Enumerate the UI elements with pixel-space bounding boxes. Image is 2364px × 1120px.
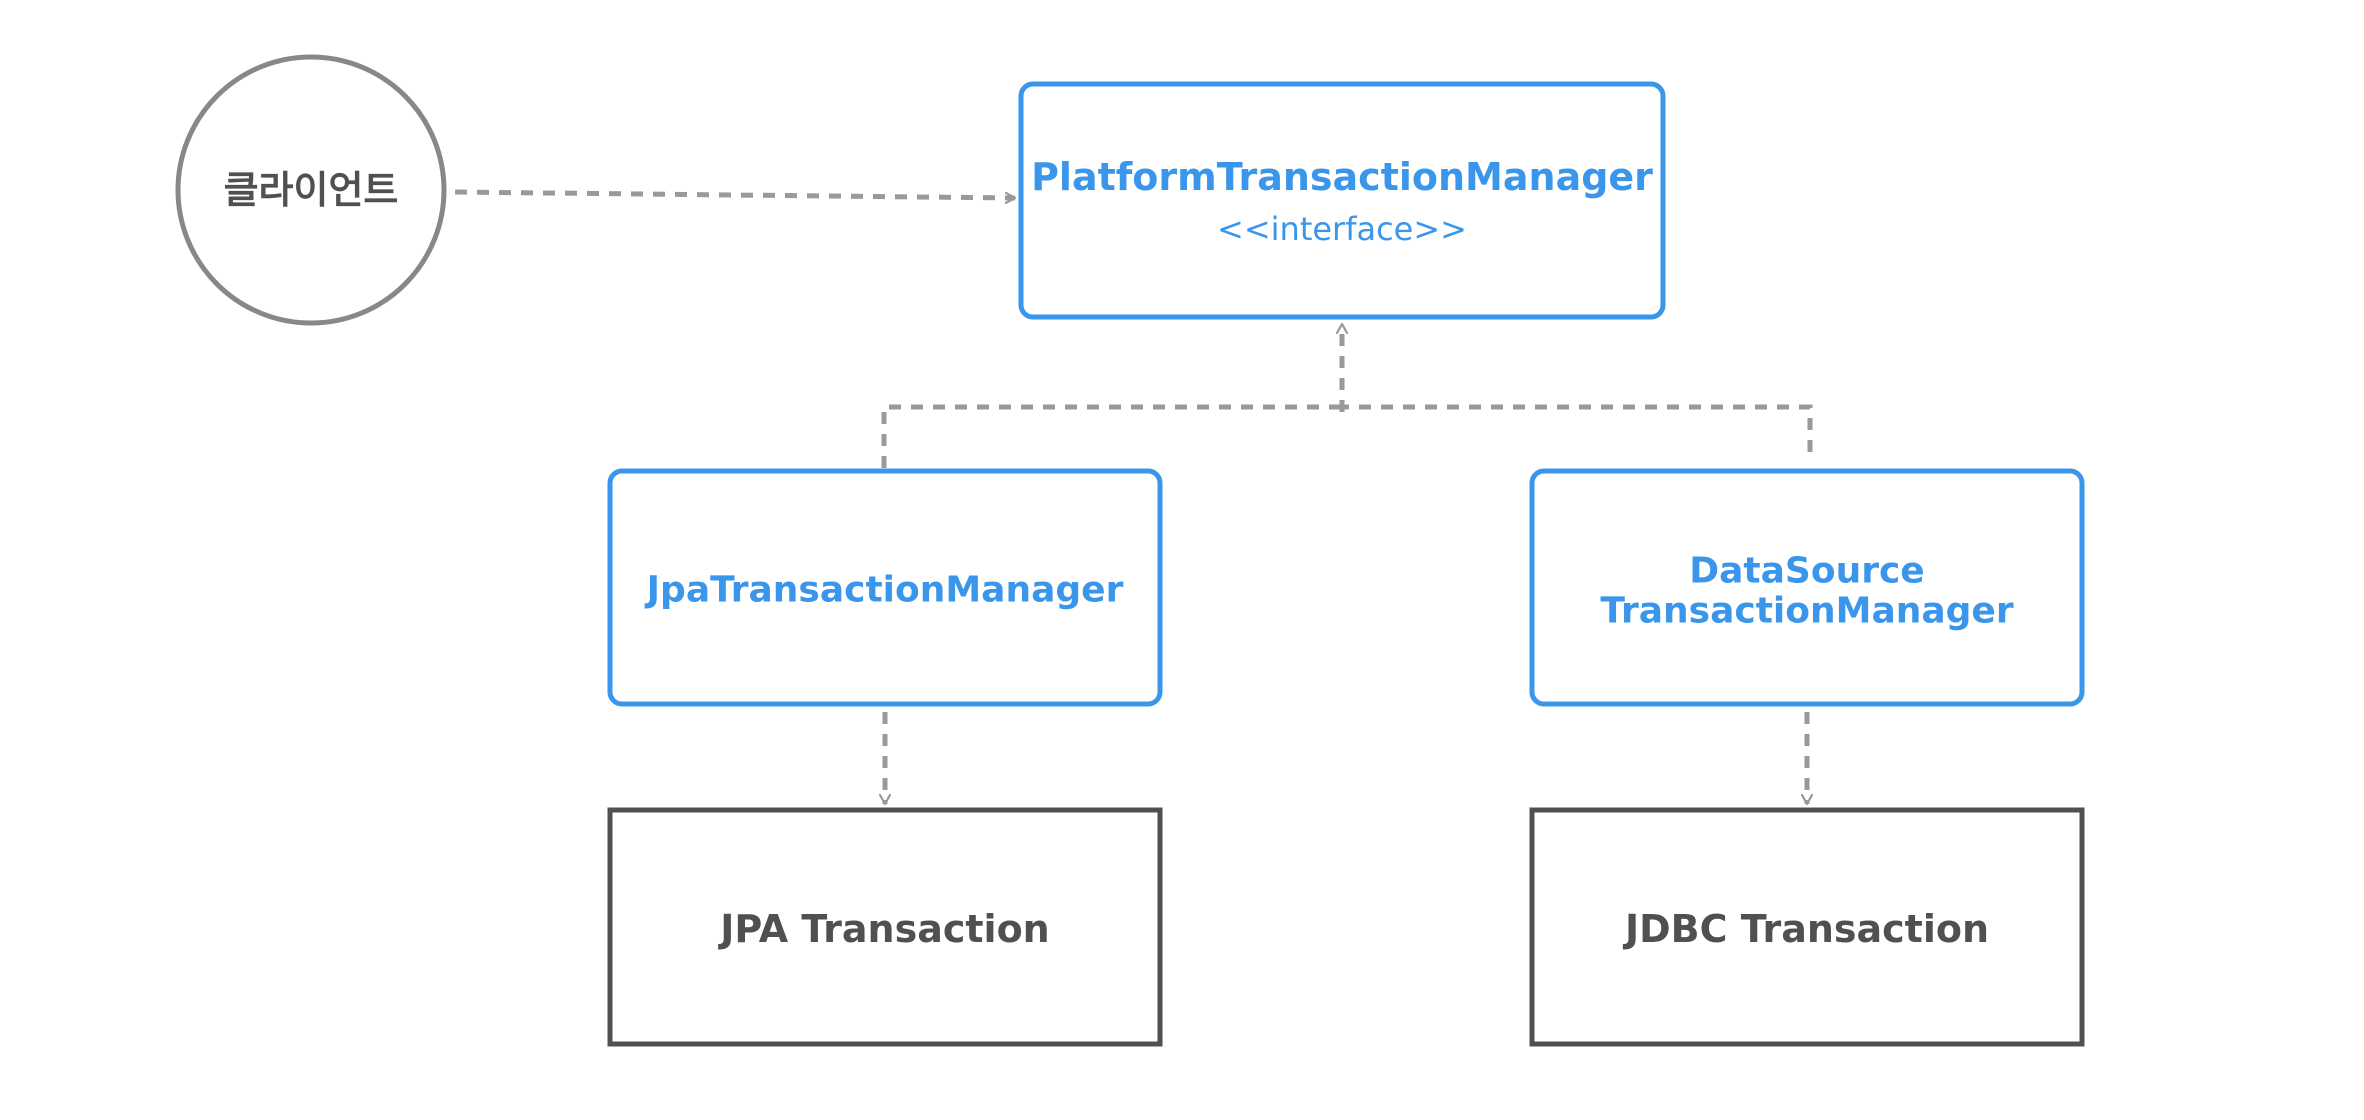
jdbc-transaction-label: JDBC Transaction (1622, 907, 1989, 951)
platform-transaction-manager-box: PlatformTransactionManager <<interface>> (1018, 81, 1666, 320)
datasource-manager-realization-line (1342, 404, 1813, 452)
jpa-transaction-box: JPA Transaction (607, 807, 1163, 1047)
client-label: 클라이언트 (224, 168, 399, 212)
datasource-transaction-manager-box: DataSource TransactionManager (1529, 468, 2085, 707)
datasource-manager-label-line2: TransactionManager (1600, 591, 2013, 632)
jpa-manager-rect (607, 468, 1163, 707)
jdbc-transaction-rect (1529, 807, 2085, 1047)
realization-connectors (881, 324, 1813, 468)
interface-rect (1018, 81, 1666, 320)
client-circle (175, 54, 447, 326)
datasource-manager-label-line1: DataSource (1689, 551, 1924, 592)
interface-stereotype: <<interface>> (1217, 210, 1467, 248)
jpa-transaction-rect (607, 807, 1163, 1047)
jpa-manager-realization-line (881, 404, 1342, 468)
jpa-manager-label: JpaTransactionManager (644, 570, 1124, 611)
jdbc-transaction-box: JDBC Transaction (1529, 807, 2085, 1047)
client-node: 클라이언트 (175, 54, 447, 326)
interface-name: PlatformTransactionManager (1031, 155, 1653, 199)
jpa-transaction-label: JPA Transaction (717, 907, 1049, 951)
jpa-transaction-manager-box: JpaTransactionManager (607, 468, 1163, 707)
datasource-manager-rect (1529, 468, 2085, 707)
client-to-interface-connector (454, 189, 1015, 198)
